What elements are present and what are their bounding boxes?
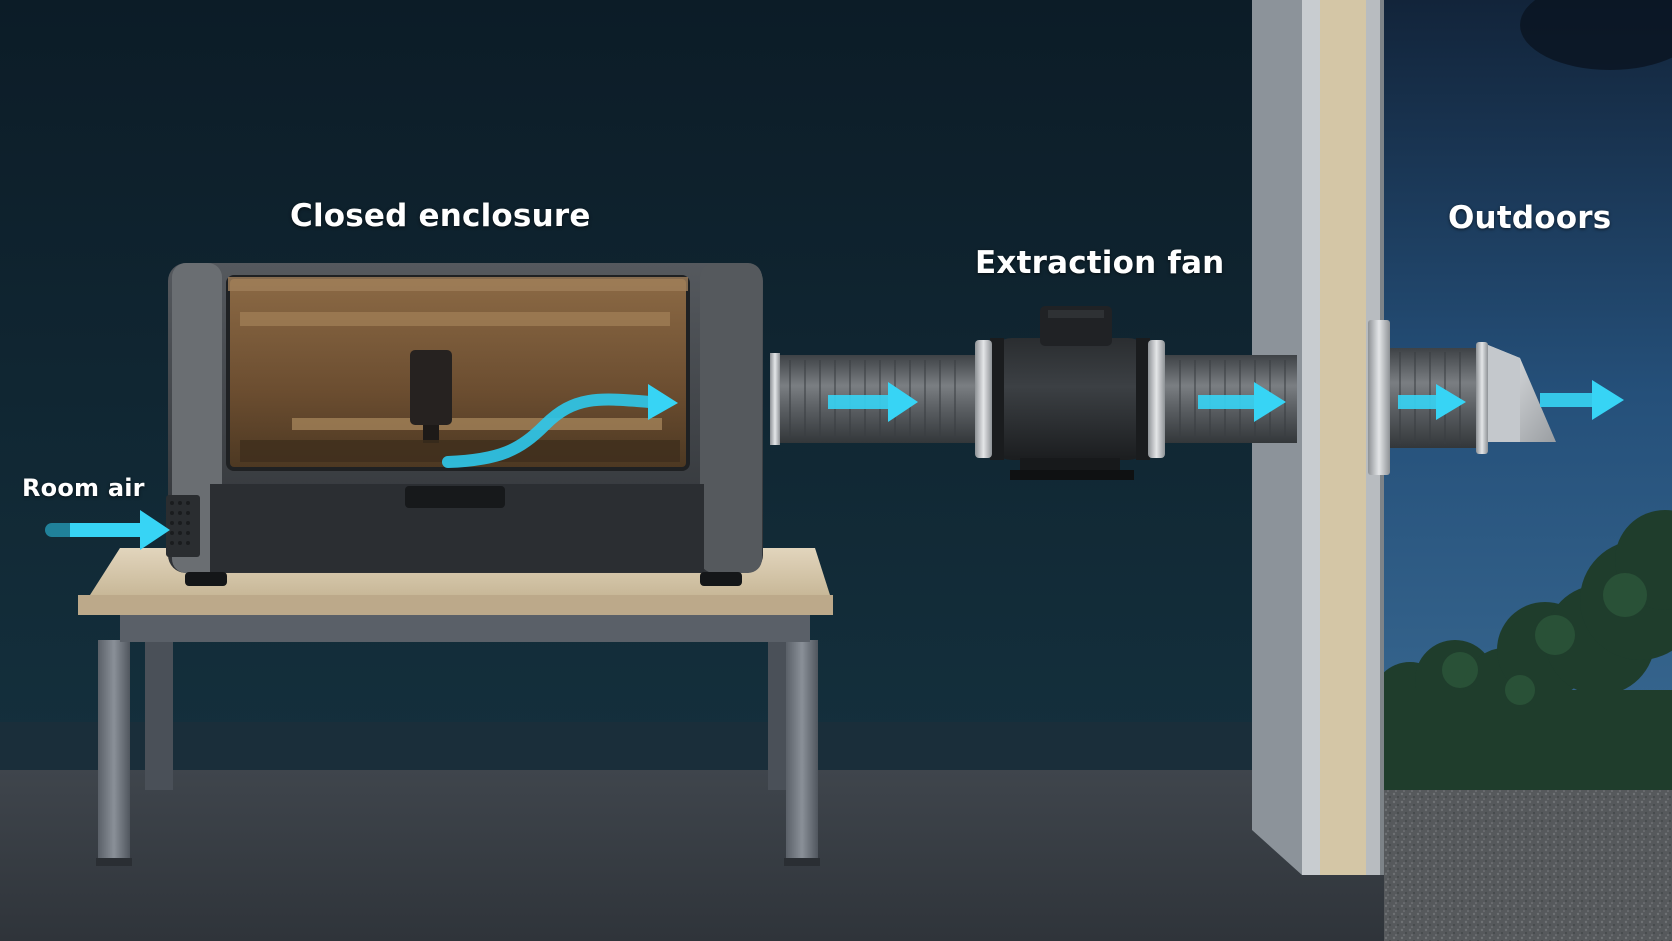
airflow-arrow-icon [1540,380,1624,420]
dark-cloud [1520,0,1672,70]
enclosure-label: Closed enclosure [290,198,591,234]
wall-face [1302,0,1320,875]
baseboard [0,722,1260,772]
wall-insulation [1320,0,1366,875]
airflow-arrows [45,380,1624,550]
gravel-ground [1384,790,1672,941]
floor [0,770,1384,941]
outdoors-label: Outdoors [1448,200,1612,236]
duct-to-fan [770,353,975,445]
airflow-arrow-icon [45,510,170,550]
airflow-arrow-icon [1198,382,1286,422]
airflow-arrow-icon [1398,384,1466,420]
laser-enclosure [166,263,763,586]
fan-motor-icon [975,306,1165,480]
room-air-label: Room air [22,474,145,502]
airflow-arrow-icon [828,382,918,422]
extraction-fan-label: Extraction fan [975,245,1225,281]
intake-grille-icon [166,495,200,557]
tree-highlights [1442,573,1647,705]
airflow-arrow-icon [442,384,678,468]
